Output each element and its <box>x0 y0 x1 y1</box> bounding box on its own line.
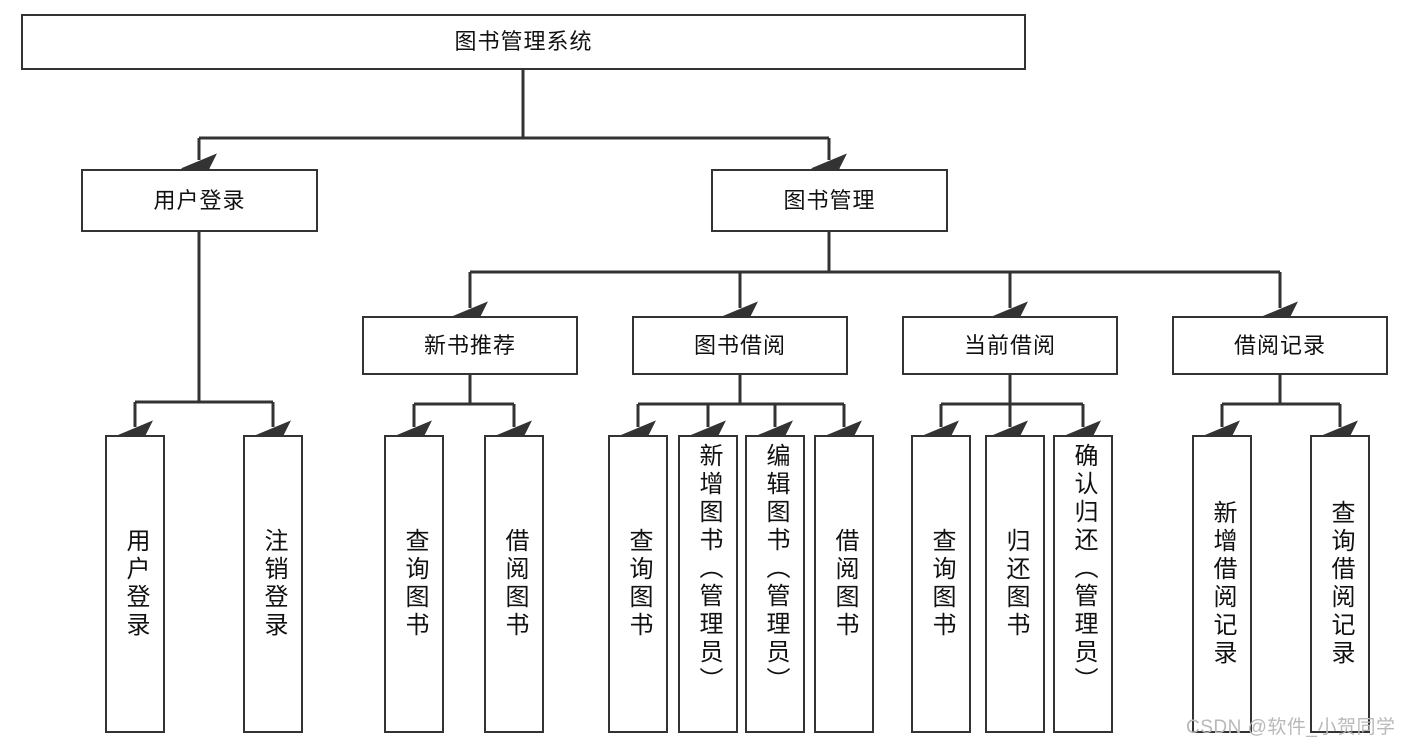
node-new-book-recommend[interactable]: 新书推荐 <box>362 316 578 375</box>
leaf-node[interactable]: 归还图书 <box>985 435 1045 733</box>
leaf-node-label: 归还图书 <box>1001 528 1029 640</box>
node-current-borrow-label: 当前借阅 <box>963 332 1056 358</box>
leaf-node-label: 借阅图书 <box>830 528 858 640</box>
node-book-borrow-label: 图书借阅 <box>693 332 786 358</box>
node-user-login-label: 用户登录 <box>153 187 246 213</box>
node-root-label: 图书管理系统 <box>454 29 593 55</box>
leaf-node[interactable]: 查询图书 <box>384 435 444 733</box>
leaf-node[interactable]: 用户登录 <box>105 435 165 733</box>
node-book-borrow[interactable]: 图书借阅 <box>632 316 848 375</box>
leaf-node[interactable]: 借阅图书 <box>814 435 874 733</box>
node-user-login[interactable]: 用户登录 <box>81 169 318 232</box>
leaf-node[interactable]: 借阅图书 <box>484 435 544 733</box>
leaf-node[interactable]: 编辑图书（管理员） <box>745 435 805 733</box>
leaf-node-label: 查询图书 <box>624 528 652 640</box>
leaf-node-label: 新增图书（管理员） <box>694 443 722 695</box>
leaf-node-label: 查询图书 <box>400 528 428 640</box>
leaf-node[interactable]: 确认归还（管理员） <box>1053 435 1113 733</box>
node-new-book-recommend-label: 新书推荐 <box>423 332 516 358</box>
leaf-node[interactable]: 查询图书 <box>608 435 668 733</box>
node-book-management[interactable]: 图书管理 <box>711 169 948 232</box>
node-root[interactable]: 图书管理系统 <box>21 14 1026 70</box>
leaf-node-label: 新增借阅记录 <box>1208 500 1236 668</box>
leaf-node-label: 编辑图书（管理员） <box>761 443 789 695</box>
leaf-node[interactable]: 新增借阅记录 <box>1192 435 1252 733</box>
watermark: CSDN @软件_小贺同学 <box>1186 717 1396 738</box>
leaf-node[interactable]: 注销登录 <box>243 435 303 733</box>
leaf-node[interactable]: 查询图书 <box>911 435 971 733</box>
leaf-node-label: 查询图书 <box>927 528 955 640</box>
leaf-node-label: 查询借阅记录 <box>1326 500 1354 668</box>
leaf-node-label: 确认归还（管理员） <box>1069 443 1097 695</box>
node-borrow-records[interactable]: 借阅记录 <box>1172 316 1388 375</box>
leaf-node[interactable]: 查询借阅记录 <box>1310 435 1370 733</box>
leaf-node[interactable]: 新增图书（管理员） <box>678 435 738 733</box>
leaf-node-label: 借阅图书 <box>500 528 528 640</box>
node-book-management-label: 图书管理 <box>783 187 876 213</box>
leaf-node-label: 用户登录 <box>121 528 149 640</box>
leaf-node-label: 注销登录 <box>259 528 287 640</box>
node-current-borrow[interactable]: 当前借阅 <box>902 316 1118 375</box>
node-borrow-records-label: 借阅记录 <box>1233 332 1326 358</box>
